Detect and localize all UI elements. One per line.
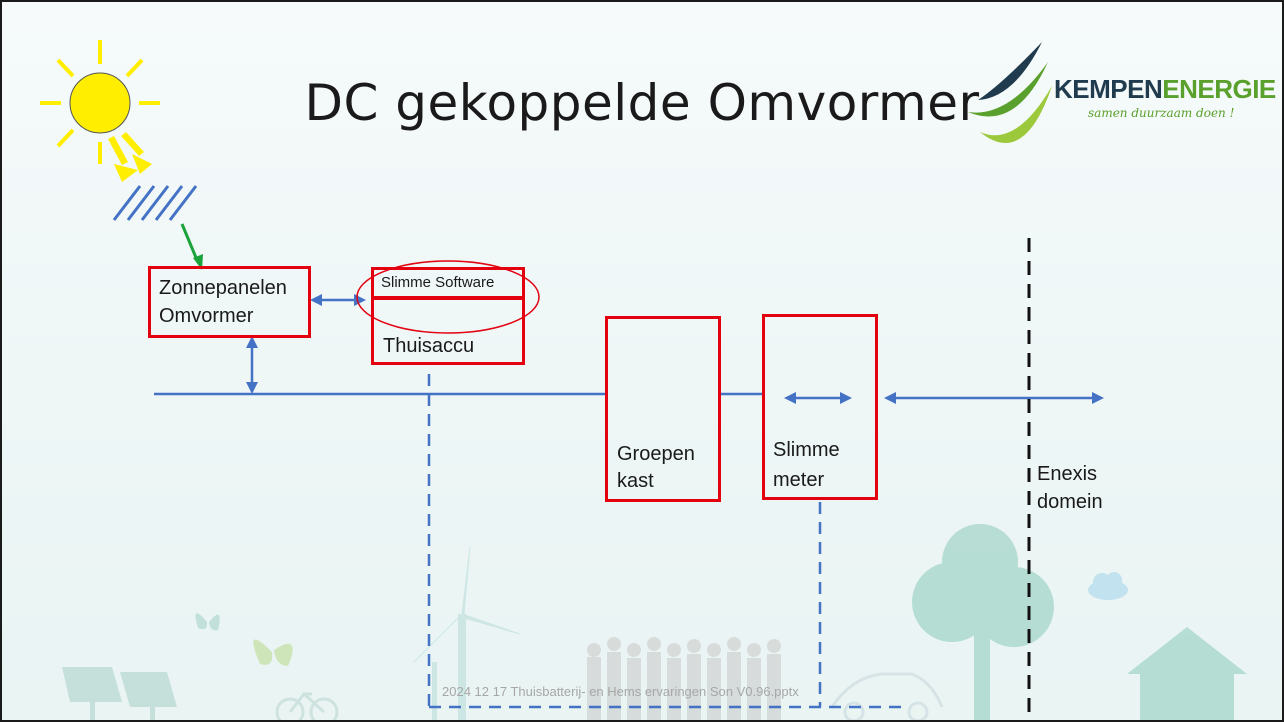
data-link-dashed — [427, 374, 907, 709]
solar-panel-hatch-icon — [112, 185, 198, 221]
inverter-label-line1: Zonnepanelen — [159, 277, 287, 299]
logo-slogan: samen duurzaam doen ! — [1088, 106, 1235, 120]
meter-internal-arrow — [784, 392, 852, 404]
software-label: Slimme Software — [381, 274, 495, 291]
solar-to-inverter-arrow — [180, 223, 203, 270]
people-silhouettes-icon — [587, 637, 781, 720]
butterfly-icon — [253, 639, 293, 666]
page-title: DC gekoppelde Omvormer — [304, 74, 980, 132]
background-scenery — [62, 524, 1247, 720]
battery-label: Thuisaccu — [383, 335, 475, 357]
sun-icon — [40, 40, 160, 164]
inverter-bus-arrow — [246, 336, 258, 394]
cloud-icon — [1088, 572, 1128, 600]
kempenenergie-logo-icon — [968, 42, 1052, 143]
grid-label-line1: Enexis — [1037, 463, 1098, 485]
bicycle-icon — [275, 691, 339, 720]
software-highlight-ellipse — [356, 260, 540, 334]
slide-footer: 2024 12 17 Thuisbatterij- en Hems ervari… — [442, 684, 799, 699]
inverter-label-line2: Omvormer — [159, 305, 254, 327]
smart-meter-label-line1: Slimme — [773, 439, 840, 461]
battery-box — [371, 297, 525, 365]
wind-turbine-icon — [413, 546, 521, 720]
inverter-box — [148, 266, 311, 338]
fusebox-label-line2: kast — [617, 470, 654, 492]
logo-wordmark-part2: ENERGIE — [1162, 74, 1276, 104]
sun-ray-arrows — [108, 132, 152, 182]
fusebox-label-line1: Groepen — [617, 443, 695, 465]
tree-icon — [912, 524, 1054, 720]
car-icon — [830, 672, 944, 720]
fusebox-box — [605, 316, 721, 502]
solar-panel-icon — [62, 667, 177, 720]
meter-grid-arrow — [884, 392, 1104, 404]
logo-wordmark: KEMPENENERGIE — [1054, 74, 1276, 105]
logo-wordmark-part1: KEMPEN — [1054, 74, 1163, 104]
smart-meter-box — [762, 314, 878, 500]
smart-meter-label-line2: meter — [773, 469, 825, 491]
grid-label-line2: domein — [1037, 491, 1103, 513]
butterfly-icon — [195, 613, 220, 631]
house-icon — [1127, 627, 1247, 720]
